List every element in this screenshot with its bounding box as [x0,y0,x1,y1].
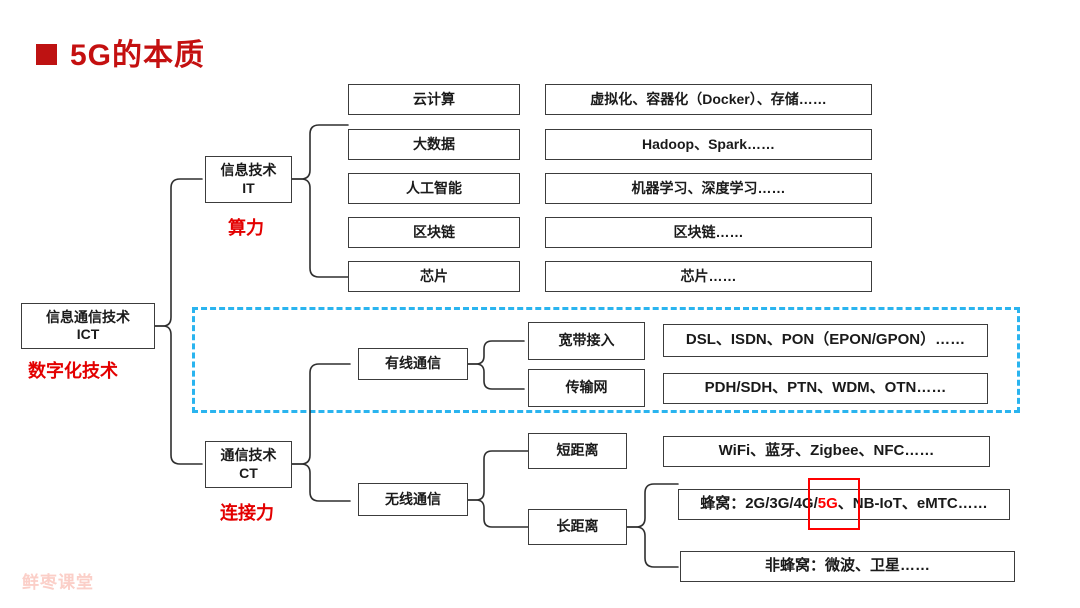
caption-ct: 连接力 [220,503,274,523]
topic-box-transport-network[interactable]: 传输网 [528,369,645,407]
node-wireless-communication[interactable]: 无线通信 [358,483,468,516]
detail-box-non-cellular[interactable]: 非蜂窝：微波、卫星…… [680,551,1015,582]
detail-box-chip[interactable]: 芯片…… [545,261,872,292]
detail-box-transport-network[interactable]: PDH/SDH、PTN、WDM、OTN…… [663,373,988,404]
detail-box-blockchain[interactable]: 区块链…… [545,217,872,248]
watermark: 鲜枣课堂 [22,573,94,592]
node-ict-line1: 信息通信技术 [46,308,130,325]
title-bullet-icon [36,44,57,65]
caption-it: 算力 [228,218,264,238]
wired-communication-region [192,307,1020,413]
page-title: 5G的本质 [70,39,206,72]
detail-box-cloud[interactable]: 虚拟化、容器化（Docker）、存储…… [545,84,872,115]
cellular-5g-highlight: 5G [817,495,838,513]
topic-box-short-range[interactable]: 短距离 [528,433,627,469]
node-ct-line1: 通信技术 [220,447,277,463]
topic-box-blockchain[interactable]: 区块链 [348,217,520,248]
topic-box-bigdata[interactable]: 大数据 [348,129,520,160]
node-it[interactable]: 信息技术 IT [205,156,292,203]
caption-ict: 数字化技术 [28,361,118,381]
topic-box-long-range[interactable]: 长距离 [528,509,627,545]
topic-box-chip[interactable]: 芯片 [348,261,520,292]
cellular-prefix: 蜂窝：2G/3G/4G/ [700,495,818,513]
cellular-suffix: 、NB-IoT、eMTC…… [837,495,988,513]
detail-box-bigdata[interactable]: Hadoop、Spark…… [545,129,872,160]
topic-box-broadband-access[interactable]: 宽带接入 [528,322,645,360]
node-ct[interactable]: 通信技术 CT [205,441,292,488]
node-ct-line2: CT [239,464,258,481]
detail-box-broadband-access[interactable]: DSL、ISDN、PON（EPON/GPON）…… [663,324,988,357]
node-ict-line2: ICT [76,326,100,342]
node-it-line2: IT [242,179,255,196]
detail-box-cellular[interactable]: 蜂窝：2G/3G/4G/5G、NB-IoT、eMTC…… [678,489,1010,520]
detail-box-ai[interactable]: 机器学习、深度学习…… [545,173,872,204]
topic-box-ai[interactable]: 人工智能 [348,173,520,204]
node-wired-communication[interactable]: 有线通信 [358,348,468,380]
node-it-line1: 信息技术 [220,162,277,178]
topic-box-cloud[interactable]: 云计算 [348,84,520,115]
node-ict[interactable]: 信息通信技术 ICT [21,303,155,349]
detail-box-short-range[interactable]: WiFi、蓝牙、Zigbee、NFC…… [663,436,990,467]
